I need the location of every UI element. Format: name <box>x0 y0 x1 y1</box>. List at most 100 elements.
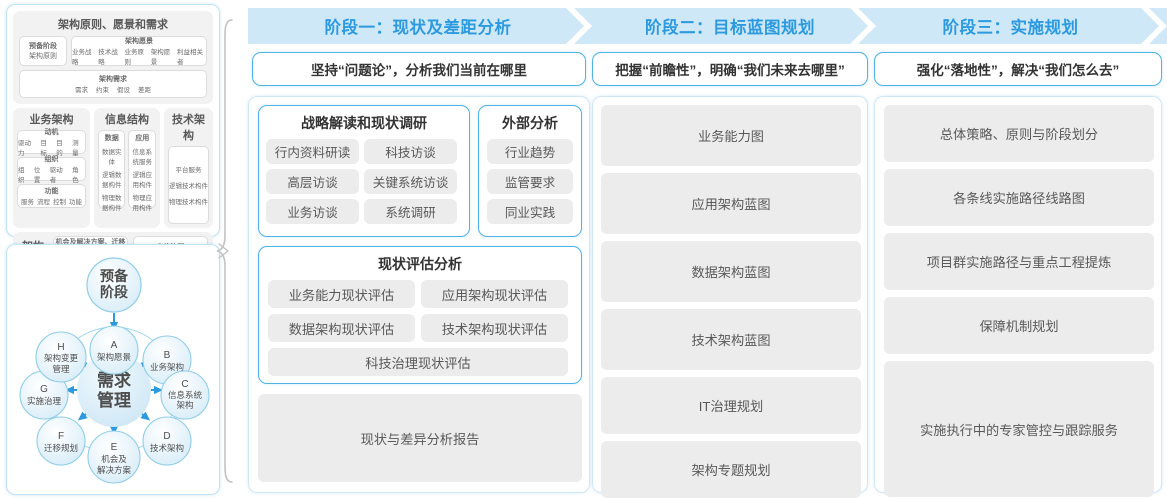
node-label-g: 实施治理 <box>27 396 62 406</box>
prep-stage-line1: 预备阶段 <box>29 43 57 50</box>
research-chip[interactable]: 科技访谈 <box>364 139 457 164</box>
phase-subtitle-3[interactable]: 强化“落地性”，解决“我们怎么去” <box>874 52 1162 86</box>
phase2-chip[interactable]: IT治理规划 <box>601 377 861 434</box>
external-chip[interactable]: 同业实践 <box>487 199 573 224</box>
framework-columns: 业务架构 动机 驱动力 目标 目的 测量 组织 组织 <box>13 108 213 228</box>
group-item: 测量 <box>72 140 79 157</box>
subcolumn-item: 信息系统服务 <box>132 149 152 166</box>
external-title: 外部分析 <box>502 115 558 131</box>
assessment-chip[interactable]: 技术架构现状评估 <box>421 314 568 342</box>
research-title: 战略解读和现状调研 <box>301 115 427 131</box>
research-chip[interactable]: 高层访谈 <box>266 169 359 194</box>
assessment-chip[interactable]: 数据架构现状评估 <box>268 314 415 342</box>
node-label-h2: 管理 <box>52 364 70 374</box>
adm-cycle-card: 预备 阶段 需求 管理 A 架构愿景 B 业务架构 C <box>6 244 220 495</box>
prep-node-line2: 阶段 <box>100 284 128 300</box>
phase3-chip[interactable]: 实施执行中的专家管控与跟踪服务 <box>884 361 1154 497</box>
prep-stage-line2: 架构原则 <box>29 53 57 60</box>
phase2-chip[interactable]: 架构专题规划 <box>601 441 861 498</box>
phase2-chip[interactable]: 业务能力图 <box>601 105 861 166</box>
group-item: 目标 <box>40 140 47 157</box>
subcolumn-item: 物理数据构件 <box>101 195 122 212</box>
framework-title: 架构原则、愿景和需求 <box>58 19 168 31</box>
external-chip[interactable]: 行业趋势 <box>487 139 573 164</box>
phase3-chip[interactable]: 总体策略、原则与阶段划分 <box>884 105 1154 162</box>
node-label-f: 迁移规划 <box>44 443 78 453</box>
vision-box: 架构愿景 业务战略 技术战略 业务原则 架构愿景 利益相关者 <box>71 36 207 66</box>
phase-band-3: 阶段三：实施规划 <box>872 8 1167 44</box>
phase3-chip[interactable]: 项目群实施路径与重点工程提炼 <box>884 233 1154 290</box>
phase2-chip[interactable]: 技术架构蓝图 <box>601 309 861 370</box>
group-title: 功能 <box>44 188 59 195</box>
subcolumn-item: 逻辑数据构件 <box>101 172 122 189</box>
subcolumn-title: 数据 <box>104 135 119 142</box>
requirement-item: 假设 <box>117 87 130 94</box>
group-item: 控制 <box>52 199 66 206</box>
research-chip[interactable]: 系统调研 <box>364 199 457 224</box>
assessment-chip[interactable]: 业务能力现状评估 <box>268 280 415 308</box>
phase-3-body: 总体策略、原则与阶段划分 各条线实施路径线路图 项目群实施路径与重点工程提炼 保… <box>874 96 1162 497</box>
group-item: 驱动者 <box>49 167 63 184</box>
research-chip[interactable]: 业务访谈 <box>266 199 359 224</box>
subcolumn-title: 应用 <box>135 135 150 142</box>
vision-item: 技术战略 <box>98 49 118 66</box>
assessment-chip-full[interactable]: 科技治理现状评估 <box>268 348 568 376</box>
report-chip[interactable]: 现状与差异分析报告 <box>258 394 582 482</box>
research-card: 战略解读和现状调研 行内资料研读 科技访谈 高层访谈 关键系统访谈 业务访谈 系… <box>258 105 470 237</box>
requirement-item: 约束 <box>96 87 109 94</box>
node-letter-g: G <box>40 384 48 395</box>
column-title: 信息结构 <box>104 114 149 126</box>
phase-chevron-1 <box>566 8 592 44</box>
node-letter-f: F <box>58 431 64 442</box>
togaf-framework-card: 架构原则、愿景和需求 预备阶段 架构原则 架构愿景 业务战略 技术战略 业务原则… <box>6 4 220 273</box>
center-line2: 管理 <box>97 390 131 410</box>
group-item: 组织 <box>18 167 25 184</box>
vision-title: 架构愿景 <box>125 38 153 45</box>
vision-item: 利益相关者 <box>176 49 203 66</box>
function-box: 功能 服务 流程 控制 功能 <box>17 184 86 208</box>
node-label-e1: 机会及 <box>101 454 127 464</box>
requirement-item: 需求 <box>75 87 88 94</box>
phase-title-2: 阶段二：目标蓝图规划 <box>645 19 815 37</box>
requirement-item: 差距 <box>138 87 151 94</box>
node-label-b: 业务架构 <box>150 362 184 372</box>
research-chip[interactable]: 关键系统访谈 <box>364 169 457 194</box>
phase3-chip[interactable]: 各条线实施路径线路图 <box>884 169 1154 226</box>
phase-title-3: 阶段三：实施规划 <box>942 19 1079 37</box>
assessment-title: 现状评估分析 <box>378 256 462 272</box>
center-line1: 需求 <box>97 370 131 390</box>
group-item: 驱动力 <box>18 140 31 157</box>
subcolumn-item: 数据实体 <box>101 149 122 166</box>
group-title: 动机 <box>44 129 59 136</box>
node-label-c2: 架构 <box>176 400 193 410</box>
left-panel: 架构原则、愿景和需求 预备阶段 架构原则 架构愿景 业务战略 技术战略 业务原则… <box>6 4 220 495</box>
prep-node-line1: 预备 <box>100 268 129 284</box>
phase-title-1: 阶段一：现状及差距分析 <box>324 19 512 37</box>
phase3-chip[interactable]: 保障机制规划 <box>884 297 1154 354</box>
external-chip[interactable]: 监管要求 <box>487 169 573 194</box>
node-letter-b: B <box>164 350 171 361</box>
group-title: 组织 <box>44 156 59 163</box>
column-title: 技术架构 <box>171 114 205 142</box>
vision-item: 架构愿景 <box>150 49 171 66</box>
requirements-items: 需求 约束 假设 差距 <box>75 84 151 94</box>
group-items: 服务 流程 控制 功能 <box>21 196 82 206</box>
group-items: 组织 位置 驱动者 角色 <box>18 164 85 184</box>
phase2-chip[interactable]: 应用架构蓝图 <box>601 173 861 234</box>
phase-chevron-3 <box>1141 8 1167 44</box>
phase2-chip[interactable]: 数据架构蓝图 <box>601 241 861 302</box>
requirements-title: 架构需求 <box>99 76 127 83</box>
phase-band-1: 阶段一：现状及差距分析 <box>248 8 588 44</box>
brace-connector <box>216 18 246 484</box>
research-chip[interactable]: 行内资料研读 <box>266 139 359 164</box>
column-title: 业务架构 <box>29 114 74 126</box>
subcolumn-item: 物理应用构件 <box>132 195 152 212</box>
tech-item: 物理技术构件 <box>168 199 208 206</box>
node-label-c1: 信息系统 <box>168 390 203 400</box>
assessment-chip[interactable]: 应用架构现状评估 <box>421 280 568 308</box>
phase-subtitle-1[interactable]: 坚持“问题论”，分析我们当前在哪里 <box>252 52 586 86</box>
requirements-box: 架构需求 需求 约束 假设 差距 <box>19 70 207 98</box>
phase-1-body: 战略解读和现状调研 行内资料研读 科技访谈 高层访谈 关键系统访谈 业务访谈 系… <box>248 96 590 493</box>
vision-items: 业务战略 技术战略 业务原则 架构愿景 利益相关者 <box>72 46 206 66</box>
phase-subtitle-2[interactable]: 把握“前瞻性”，明确“我们未来去哪里” <box>592 52 868 86</box>
